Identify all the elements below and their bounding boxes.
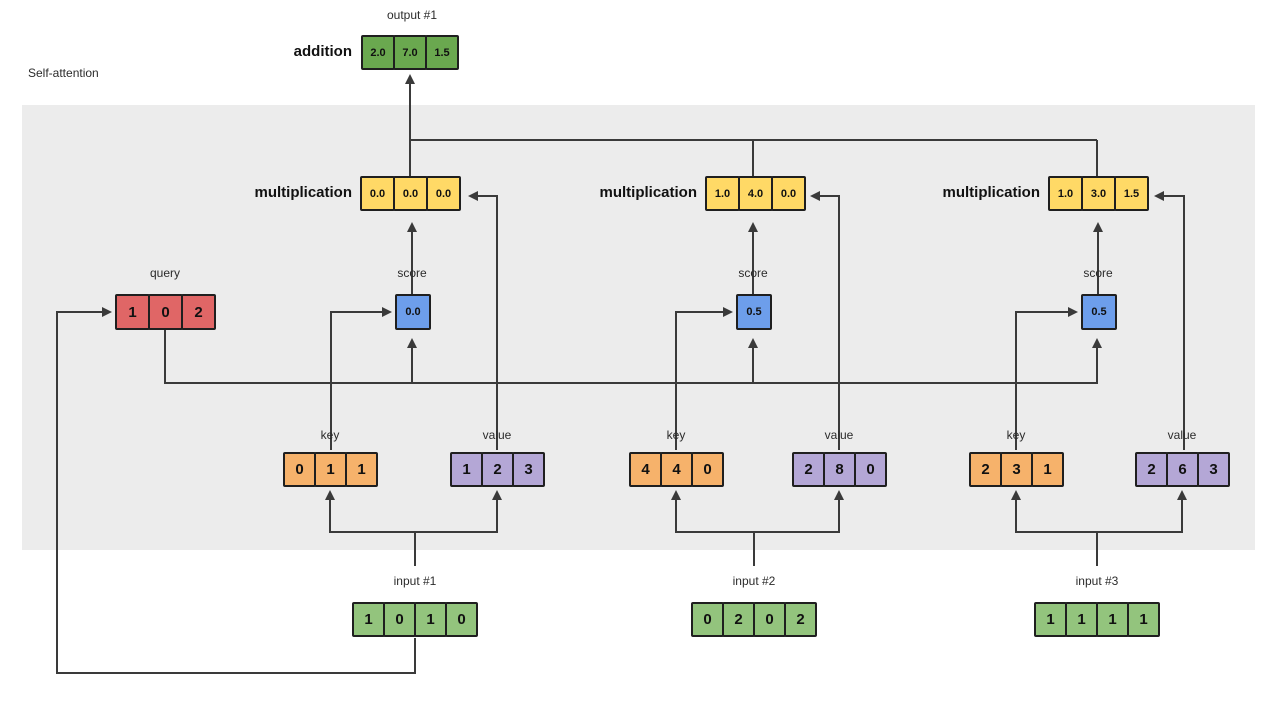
value-cell: 2 [792, 452, 825, 487]
multiplication-cell: 4.0 [738, 176, 773, 211]
input-label-1: input #1 [393, 574, 437, 588]
input-cell: 0 [383, 602, 416, 637]
score-label-2: score [738, 266, 768, 280]
score-label-3: score [1083, 266, 1113, 280]
input-cells-1: 1 0 1 0 [352, 602, 478, 637]
output-label: output #1 [386, 8, 438, 22]
input-cell: 1 [352, 602, 385, 637]
key-label-3: key [1006, 428, 1026, 442]
score-value: 0.5 [1081, 294, 1117, 330]
value-cell: 0 [854, 452, 887, 487]
query-label: query [149, 266, 181, 280]
value-cell: 1 [450, 452, 483, 487]
key-cell: 2 [969, 452, 1002, 487]
value-cells-3: 2 6 3 [1135, 452, 1230, 487]
multiplication-label-1: multiplication [254, 184, 353, 201]
score-value: 0.5 [736, 294, 772, 330]
value-label-2: value [824, 428, 854, 442]
multiplication-label-3: multiplication [942, 184, 1041, 201]
value-cells-1: 1 2 3 [450, 452, 545, 487]
input2-to-key-arrow [671, 490, 754, 533]
value-cells-2: 2 8 0 [792, 452, 887, 487]
input-cell: 1 [414, 602, 447, 637]
input3-to-value-arrow [1097, 490, 1187, 533]
key-cells-1: 0 1 1 [283, 452, 378, 487]
key-cell: 4 [629, 452, 662, 487]
key3-to-score-arrow [1015, 307, 1078, 450]
input-cell: 0 [753, 602, 786, 637]
multiplication-cells-2: 1.0 4.0 0.0 [705, 176, 806, 211]
query-cells: 1 0 2 [115, 294, 216, 330]
input1-to-value-arrow [415, 490, 502, 533]
multiplication-cell: 0.0 [426, 176, 461, 211]
input-cell: 0 [691, 602, 724, 637]
input-cell: 1 [1065, 602, 1098, 637]
addition-cell: 1.5 [425, 35, 459, 70]
multiplication-cell: 0.0 [360, 176, 395, 211]
input-cell: 1 [1096, 602, 1129, 637]
input2-to-value-arrow [754, 490, 844, 533]
value1-to-mult-arrow [468, 191, 498, 450]
multiplication-label-2: multiplication [599, 184, 698, 201]
score-cell-1: 0.0 [395, 294, 431, 330]
input-cell: 2 [722, 602, 755, 637]
query-bus-line [164, 330, 1102, 384]
key-cell: 0 [283, 452, 316, 487]
key2-to-score-arrow [675, 307, 733, 450]
input-cell: 1 [1127, 602, 1160, 637]
key1-to-score-arrow [330, 307, 392, 450]
key-cell: 1 [314, 452, 347, 487]
multiplication-cell: 0.0 [771, 176, 806, 211]
input-cell: 0 [445, 602, 478, 637]
score-cell-2: 0.5 [736, 294, 772, 330]
multiplication-cells-3: 1.0 3.0 1.5 [1048, 176, 1149, 211]
value2-to-mult-arrow [810, 191, 840, 450]
input-cell: 2 [784, 602, 817, 637]
multiplication-cell: 0.0 [393, 176, 428, 211]
value3-to-mult-arrow [1154, 191, 1185, 450]
input-cells-3: 1 1 1 1 [1034, 602, 1160, 637]
key-label-2: key [666, 428, 686, 442]
multiplication-cell: 3.0 [1081, 176, 1116, 211]
key-cell: 3 [1000, 452, 1033, 487]
value-cell: 2 [1135, 452, 1168, 487]
score-cell-3: 0.5 [1081, 294, 1117, 330]
section-label: Self-attention [28, 66, 99, 80]
input-label-2: input #2 [732, 574, 776, 588]
value-label-1: value [482, 428, 512, 442]
multiplication-cell: 1.0 [705, 176, 740, 211]
query-cell: 2 [181, 294, 216, 330]
multiplication-cell: 1.5 [1114, 176, 1149, 211]
key-cell: 4 [660, 452, 693, 487]
score-value: 0.0 [395, 294, 431, 330]
query-cell: 1 [115, 294, 150, 330]
input-label-3: input #3 [1075, 574, 1119, 588]
key-cells-3: 2 3 1 [969, 452, 1064, 487]
input-cells-2: 0 2 0 2 [691, 602, 817, 637]
multiplication-cells-1: 0.0 0.0 0.0 [360, 176, 461, 211]
key-cell: 1 [1031, 452, 1064, 487]
addition-cells: 2.0 7.0 1.5 [361, 35, 459, 70]
input3-to-key-arrow [1011, 490, 1097, 533]
input1-to-query-loop-arrow [56, 307, 416, 674]
key-cell: 0 [691, 452, 724, 487]
multiplication-cell: 1.0 [1048, 176, 1083, 211]
key-cell: 1 [345, 452, 378, 487]
addition-label: addition [293, 43, 352, 60]
input-cell: 1 [1034, 602, 1067, 637]
key-cells-2: 4 4 0 [629, 452, 724, 487]
value-cell: 2 [481, 452, 514, 487]
score-label-1: score [397, 266, 427, 280]
value-cell: 8 [823, 452, 856, 487]
query-cell: 0 [148, 294, 183, 330]
value-cell: 3 [1197, 452, 1230, 487]
input1-to-key-arrow [325, 490, 415, 533]
key-label-1: key [320, 428, 340, 442]
value-label-3: value [1167, 428, 1197, 442]
addition-cell: 7.0 [393, 35, 427, 70]
value-cell: 3 [512, 452, 545, 487]
value-cell: 6 [1166, 452, 1199, 487]
addition-cell: 2.0 [361, 35, 395, 70]
